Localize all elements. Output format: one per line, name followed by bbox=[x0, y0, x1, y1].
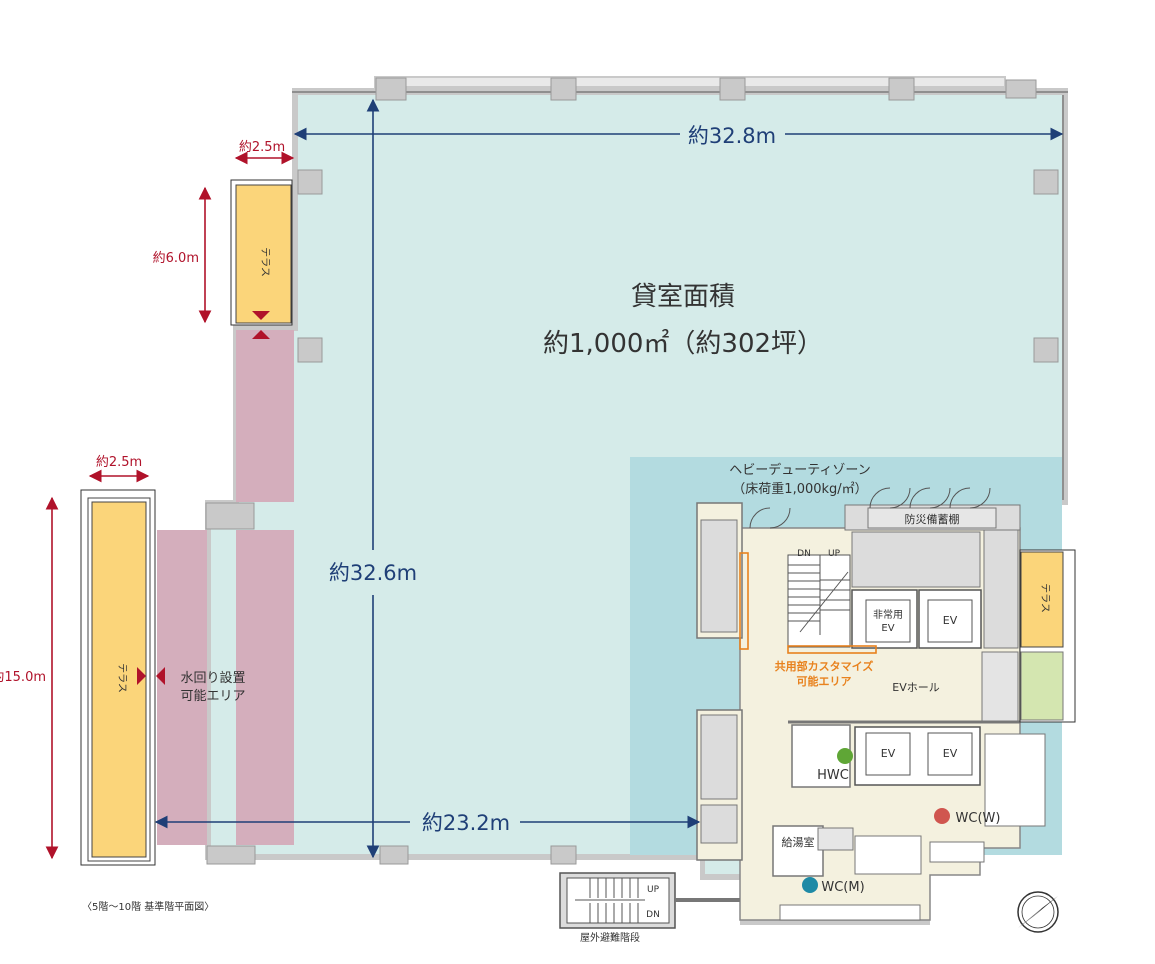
kyuto-label: 給湯室 bbox=[782, 835, 815, 849]
ev-hall-label: EVホール bbox=[892, 681, 939, 694]
ev-label-top: EV bbox=[943, 614, 958, 627]
wheelchair-icon bbox=[837, 748, 853, 764]
outdoor-stairs-label: 屋外避難階段 bbox=[580, 931, 640, 944]
terrace-right-label: テラス bbox=[1039, 583, 1051, 613]
terrace-left bbox=[80, 489, 156, 866]
common-custom-label-1: 共用部カスタマイズ bbox=[775, 659, 874, 673]
terrace-upper-label: テラス bbox=[259, 247, 271, 277]
outdoor-stairs bbox=[559, 872, 740, 929]
red-marker bbox=[137, 311, 270, 685]
common-custom-label-2: 可能エリア bbox=[797, 674, 852, 688]
outdoor-up-label: UP bbox=[647, 885, 660, 895]
dimension-terrace-left-width: 約2.5m bbox=[96, 455, 142, 470]
female-icon bbox=[934, 808, 950, 824]
hwc-label: HWC bbox=[817, 768, 849, 783]
floor-area-value: 約1,000㎡（約302坪） bbox=[543, 329, 823, 359]
emergency-ev-label-2: EV bbox=[881, 623, 894, 634]
stairs-up-label: UP bbox=[828, 549, 841, 559]
stairs-dn-label: DN bbox=[797, 549, 811, 559]
dimension-arrows-red bbox=[45, 151, 295, 860]
water-installation-area bbox=[157, 330, 294, 845]
plan-caption: 〈5階～10階 基準階平面図〉 bbox=[82, 900, 214, 913]
compass-icon bbox=[1017, 891, 1059, 933]
common-customizable-marker bbox=[739, 552, 877, 654]
ev-label-lower-2: EV bbox=[943, 747, 958, 760]
heavy-duty-label-2: （床荷重1,000kg/㎡） bbox=[732, 481, 867, 497]
structural-columns bbox=[205, 77, 1059, 865]
ev-label-lower-1: EV bbox=[881, 747, 896, 760]
male-icon bbox=[802, 877, 818, 893]
disaster-storage-label: 防災備蓄棚 bbox=[905, 512, 960, 526]
window-mullions bbox=[292, 91, 1068, 500]
water-area-label-2: 可能エリア bbox=[180, 689, 245, 704]
dimension-width-top: 約32.8m bbox=[688, 124, 776, 148]
dimension-height-main: 約32.6m bbox=[329, 561, 417, 585]
dimension-arrows bbox=[154, 98, 1064, 859]
core-area bbox=[696, 487, 1046, 921]
terrace-upper bbox=[230, 179, 293, 326]
outdoor-dn-label: DN bbox=[646, 910, 660, 920]
floor-area-title: 貸室面積 bbox=[631, 282, 735, 312]
emergency-ev-label-1: 非常用 bbox=[873, 608, 903, 621]
terrace-left-label: テラス bbox=[116, 663, 128, 693]
wc-w-label: WC(W) bbox=[956, 811, 1001, 826]
dimension-terrace-upper-width: 約2.5m bbox=[239, 140, 285, 155]
heavy-duty-label-1: ヘビーデューティゾーン bbox=[729, 462, 871, 478]
wc-m-label: WC(M) bbox=[821, 880, 864, 895]
dimension-terrace-upper-height: 約6.0m bbox=[153, 251, 199, 266]
water-area-label-1: 水回り設置 bbox=[180, 670, 245, 686]
terrace-right bbox=[1019, 549, 1076, 723]
dimension-width-bottom: 約23.2m bbox=[422, 811, 510, 835]
dimension-terrace-left-height: 約15.0m bbox=[0, 670, 46, 685]
